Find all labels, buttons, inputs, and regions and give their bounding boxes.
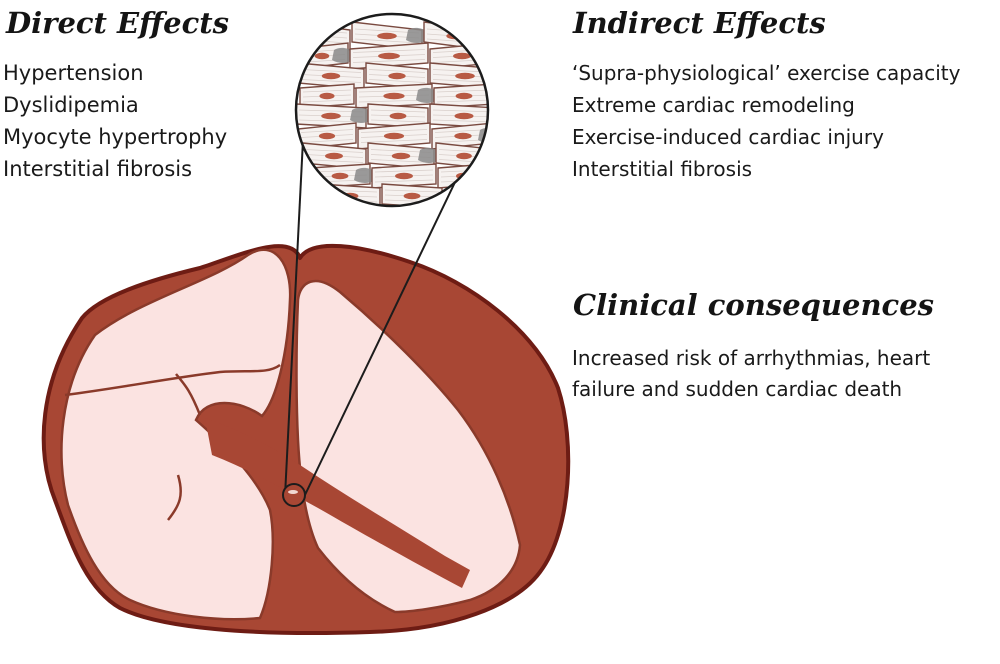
myocyte-striation xyxy=(354,38,420,44)
myocyte-striation xyxy=(360,139,428,143)
myocyte-striation xyxy=(304,159,364,163)
myocyte-striation xyxy=(302,99,352,103)
myocyte-nucleus xyxy=(377,32,397,40)
myocyte-striation xyxy=(368,79,426,83)
myocyte-nucleus xyxy=(321,112,341,120)
myocyte-striation xyxy=(374,169,434,173)
septal-line xyxy=(175,373,202,416)
myocyte-striation xyxy=(352,59,426,63)
myocyte-nucleus xyxy=(395,172,413,180)
direct-effect-item: Myocyte hypertrophy xyxy=(3,125,228,149)
myocyte-striation xyxy=(374,179,434,183)
myocyte-striation xyxy=(370,119,426,123)
myocyte-striation xyxy=(370,109,426,113)
clinical-consequences-text: Increased risk of arrhythmias, heart fai… xyxy=(572,343,930,405)
clinical-consequences-line: Increased risk of arrhythmias, heart xyxy=(572,346,931,370)
indirect-effect-item: Exercise-induced cardiac injury xyxy=(572,125,884,149)
myocyte-striation xyxy=(304,149,364,153)
myocyte-nucleus xyxy=(455,72,475,80)
myocyte-nucleus xyxy=(454,132,472,140)
magnified-spot-detail xyxy=(288,490,298,494)
direct-effect-item: Dyslidipemia xyxy=(3,93,139,117)
interventricular-septum xyxy=(205,418,470,588)
myocyte-nucleus xyxy=(455,92,473,100)
myocyte-cell xyxy=(487,21,488,51)
myocyte-striation xyxy=(436,99,488,103)
septal-line xyxy=(167,474,182,521)
right-ventricle-chamber xyxy=(60,248,292,621)
myocyte-nucleus xyxy=(456,152,472,160)
direct-effect-item: Interstitial fibrosis xyxy=(3,157,193,181)
clinical-consequences-heading: Clinical consequences xyxy=(573,288,934,322)
indirect-effects-list: ‘Supra-physiological’ exercise capacity … xyxy=(572,57,960,185)
myocyte-nucleus xyxy=(325,152,343,160)
myocyte-striation xyxy=(352,49,426,53)
myocyte-striation xyxy=(432,119,488,123)
myocyte-nucleus xyxy=(331,172,349,180)
myocyte-nucleus xyxy=(311,32,329,40)
myocyte-striation xyxy=(300,79,362,83)
myocyte-nucleus xyxy=(383,92,405,100)
myocyte-striation xyxy=(300,69,362,73)
myocyte-striation xyxy=(300,139,354,143)
myocyte-nucleus xyxy=(403,192,421,200)
indirect-effect-item: ‘Supra-physiological’ exercise capacity xyxy=(572,61,961,85)
magnified-spot xyxy=(282,483,306,507)
indirect-effect-item: Interstitial fibrosis xyxy=(572,157,753,181)
myocyte-striation xyxy=(491,34,525,38)
direct-effects-list: Hypertension Dyslidipemia Myocyte hypert… xyxy=(3,57,227,185)
myocyte-nucleus xyxy=(383,132,405,140)
myocyte-striation xyxy=(436,89,488,93)
indirect-effects-heading: Indirect Effects xyxy=(573,6,826,40)
myocyte-striation xyxy=(368,69,426,73)
myocyte-striation xyxy=(300,129,354,133)
myocyte-striation xyxy=(360,129,428,133)
septal-line xyxy=(64,363,281,397)
myocyte-striation xyxy=(370,159,432,163)
myocyte-striation xyxy=(491,29,525,33)
myocyte-nucleus xyxy=(318,132,336,140)
myocyte-nucleus xyxy=(453,52,471,60)
myocyte-striation xyxy=(358,89,430,93)
myocyte-nucleus xyxy=(319,92,335,100)
zoom-connector-line xyxy=(284,119,305,497)
fibrosis-patch xyxy=(484,67,488,83)
direct-effects-heading: Direct Effects xyxy=(6,6,229,40)
myocyte-striation xyxy=(298,119,364,123)
myocyte-nucleus xyxy=(321,72,341,80)
indirect-effect-item: Extreme cardiac remodeling xyxy=(572,93,855,117)
direct-effect-item: Hypertension xyxy=(3,61,144,85)
myocyte-striation xyxy=(302,89,352,93)
zoom-connector-line xyxy=(303,127,482,498)
myocyte-nucleus xyxy=(391,152,411,160)
myocyte-nucleus xyxy=(314,52,330,60)
myocyte-nucleus xyxy=(378,52,400,60)
myocyte-nucleus xyxy=(454,112,474,120)
clinical-consequences-line: failure and sudden cardiac death xyxy=(572,377,903,401)
myocyte-nucleus xyxy=(389,112,407,120)
myocyte-striation xyxy=(491,39,525,43)
myocardium-tissue-icon xyxy=(294,12,525,208)
myocyte-nucleus xyxy=(502,33,514,39)
myocyte-striation xyxy=(384,189,440,193)
myocyte-nucleus xyxy=(388,72,406,80)
myocyte-striation xyxy=(432,109,488,113)
